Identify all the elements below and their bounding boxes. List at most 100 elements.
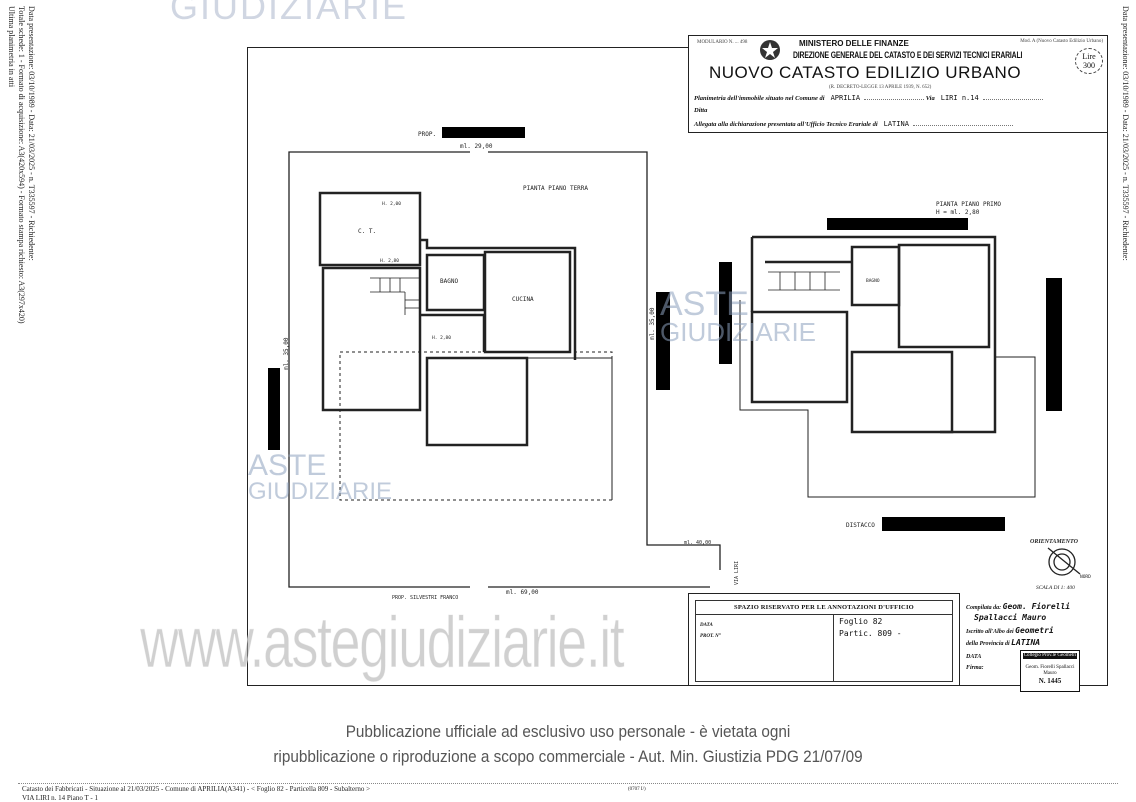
label-h3: H. 2,80 [432,335,451,341]
header-line-3: Allegata alla dichiarazione presentata a… [694,120,1013,129]
compass-inner [1053,553,1071,571]
label-ml-bottom: ml. 69,00 [506,589,539,596]
decree: (R. DECRETO-LEGGE 13 APRILE 1939, N. 652… [829,85,932,90]
label-ct: C. T. [358,228,376,235]
label-ground-title: PIANTA PIANO TERRA [523,185,588,192]
redactions [268,127,1062,531]
annotations-title: SPAZIO RISERVATO PER LE ANNOTAZIONI D'UF… [734,604,914,611]
stamp-line2: Geom. Fiorelli Spallacci Mauro [1025,665,1075,676]
annotations-box: SPAZIO RISERVATO PER LE ANNOTAZIONI D'UF… [688,593,960,686]
prot-label: PROT. N° [700,634,721,639]
lire-label: Lire [1082,52,1096,61]
room-lower [425,356,529,447]
compass-needle [1047,547,1081,575]
room-bagno-first [850,245,901,307]
stamp-line1: Collegio Prov.le Geometri [1023,653,1077,659]
label-h2: H. 2,80 [380,258,399,264]
footer-line2: VIA LIRI n. 14 Piano T - 1 [22,794,98,802]
provincia-row: della Provincia di LATINA [966,638,1040,648]
emblem-icon [760,40,780,60]
lot-boundary [288,151,470,588]
room-ct [318,191,422,267]
ufficio-value: LATINA [883,120,909,128]
compiler-name2: Spallacci Mauro [974,613,1047,622]
particella: Partic. 809 - [839,629,902,638]
room-first-lower [850,350,954,434]
disclaimer-line2: ripubblicazione o riproduzione a scopo c… [273,747,863,766]
divider [696,614,952,615]
terrace-edge [739,300,1036,498]
provincia-value: LATINA [1011,638,1041,647]
label-ml-bottom-right: ml. 40,00 [684,540,711,546]
wall [420,313,486,352]
porch-edge [527,357,613,500]
ministero: MINISTERO DELLE FINANZE [799,39,909,48]
main-room [321,266,422,412]
label-ml-left: ml. 35,00 [283,337,290,370]
document-frame [247,47,1108,686]
watermark-logo-line2: GIUDIZIARIE [248,477,393,505]
footer-line1: Catasto dei Fabbricati - Situazione al 2… [22,785,371,793]
label-ml-mid: ml. 35,00 [649,307,656,340]
staircase-first [768,271,840,291]
watermark-logo-line1: ASTE [660,285,749,323]
lot-boundary [488,151,721,570]
modulario: MODULARIO N. ... 498 [697,40,748,45]
disclaimer-line1: Pubblicazione ufficiale ad esclusivo uso… [345,722,791,741]
compiler-name1: Geom. Fiorelli [1002,602,1071,611]
room-first-left [750,310,849,404]
data-label: DATA [700,623,713,628]
header-line-1: Planimetria dell'immobile situato nel Co… [694,94,1043,103]
lire-value: 300 [1083,61,1095,70]
direzione: DIREZIONE GENERALE DEL CATASTO E DEI SER… [793,50,1023,61]
label-cucina: CUCINA [512,296,534,303]
label-bagno-first: BAGNO [866,278,880,284]
stamp-number: N. 1445 [1038,677,1062,685]
label-orientamento: ORIENTAMENTO [1030,539,1079,545]
label-ml-top: ml. 29,00 [460,143,493,150]
annotations-inner: SPAZIO RISERVATO PER LE ANNOTAZIONI D'UF… [695,600,953,682]
via-label: Via [925,95,935,102]
label-via-liri: VIA LIRI [734,561,740,585]
compiler-data-label: DATA [966,654,982,660]
compass-outer [1048,548,1076,576]
professional-stamp: Collegio Prov.le Geometri Geom. Fiorelli… [1020,650,1080,692]
document-title: NUOVO CATASTO EDILIZIO URBANO [709,63,1022,82]
firma-label: Firma: [966,665,984,671]
label-prop-top: PROP. [418,131,436,138]
footer-divider [18,783,1118,784]
footer-center: (0707 I/) [628,787,646,792]
foglio: Foglio 82 [839,617,883,626]
label-h1: H. 2,00 [382,201,401,207]
header-box: MODULARIO N. ... 498 Mod. A (Nuovo Catas… [688,35,1108,133]
compilata-label: Compilata da: [966,605,1002,611]
staircase [370,277,420,315]
wall [752,235,997,434]
watermark-url: www.astegiudiziarie.it [140,603,625,684]
line1-label: Planimetria dell'immobile situato nel Co… [694,95,825,102]
label-distacco: DISTACCO [846,522,875,529]
albo-row: Iscritto all'Albo dei Geometri [966,626,1054,636]
compilata-row: Compilata da: Geom. Fiorelli [966,602,1070,612]
ditta-label: Ditta [694,107,708,114]
divider [833,614,834,681]
label-scala: SCALA DI 1: 400 [1036,584,1075,591]
label-nord: NORD [1080,574,1091,580]
label-first-title: PIANTA PIANO PRIMO [936,201,1001,208]
line3-label: Allegata alla dichiarazione presentata a… [694,121,878,128]
label-first-h: H = ml. 2,80 [936,209,980,216]
room-first-right [897,243,991,349]
provincia-label: della Provincia di [966,641,1010,647]
via-value: LIRI n.14 [940,94,979,102]
label-bagno: BAGNO [440,278,458,285]
albo-value: Geometri [1015,626,1054,635]
watermark-logo-line1: ASTE [248,449,327,482]
wall [420,238,577,360]
mod-a: Mod. A (Nuovo Catasto Edilizio Urbano) [1020,39,1103,44]
label-prop-bottom: PROP. SILVESTRI FRANCO [392,595,458,601]
comune-value: APRILIA [830,94,861,102]
